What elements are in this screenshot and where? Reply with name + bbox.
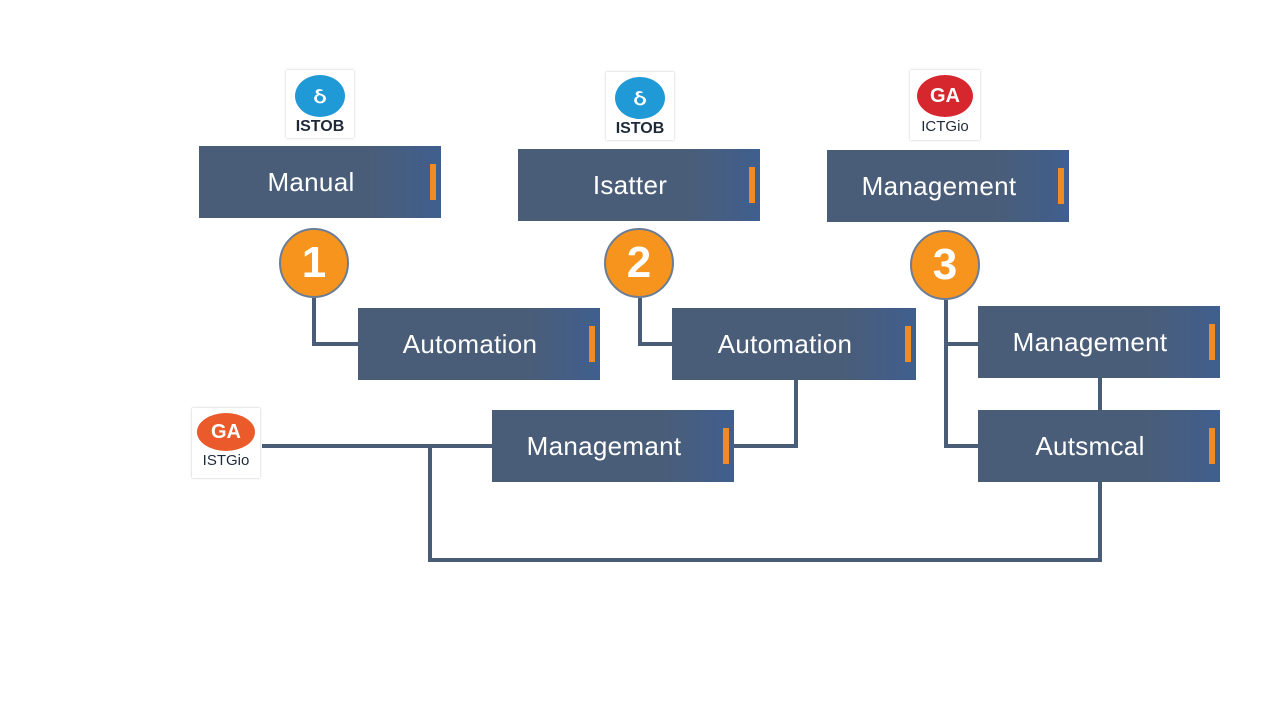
box-management-top: Management [827,150,1069,222]
logo-emblem-icon: ઠ [295,75,345,117]
logo-emblem-icon: GA [917,75,973,117]
connector-2b [734,378,798,448]
connector-2 [638,298,672,346]
box-label: Management [861,170,1017,201]
box-label: Autsmcal [1035,430,1145,461]
box-accent [589,326,595,362]
box-label: Automation [402,328,538,359]
box-accent [1209,324,1215,360]
logo-caption: ICTGio [921,118,969,135]
box-label: Automation [717,328,853,359]
step-badge-1: 1 [279,228,349,298]
box-management-2: Management [978,306,1220,378]
box-label: Managemant [526,430,682,461]
box-accent [749,167,755,203]
logo-caption: ISTOB [295,118,345,135]
box-label: Manual [267,166,355,197]
box-autsmcal: Autsmcal [978,410,1220,482]
logo-1: ઠ ISTOB [286,70,354,138]
connector-3 [944,300,978,346]
box-accent [905,326,911,362]
box-managemant: Managemant [492,410,734,482]
box-accent [430,164,436,200]
box-accent [723,428,729,464]
logo-3: GA ICTGio [910,70,980,140]
box-automation-2: Automation [672,308,916,380]
box-accent [1209,428,1215,464]
step-badge-2: 2 [604,228,674,298]
box-isatter: Isatter [518,149,760,221]
box-label: Isatter [592,169,668,200]
logo-caption: ISTGio [202,452,250,469]
box-label: Management [1012,326,1168,357]
box-accent [1058,168,1064,204]
connector-1 [312,298,358,346]
logo-emblem-icon: GA [197,413,255,451]
logo-caption: ISTOB [615,120,665,137]
connector-3b [944,344,978,448]
logo-emblem-icon: ઠ [615,77,665,119]
logo-4: GA ISTGio [192,408,260,478]
logo-2: ઠ ISTOB [606,72,674,140]
box-automation-1: Automation [358,308,600,380]
connector-loop-b [428,446,1102,562]
step-badge-3: 3 [910,230,980,300]
box-manual: Manual [199,146,441,218]
